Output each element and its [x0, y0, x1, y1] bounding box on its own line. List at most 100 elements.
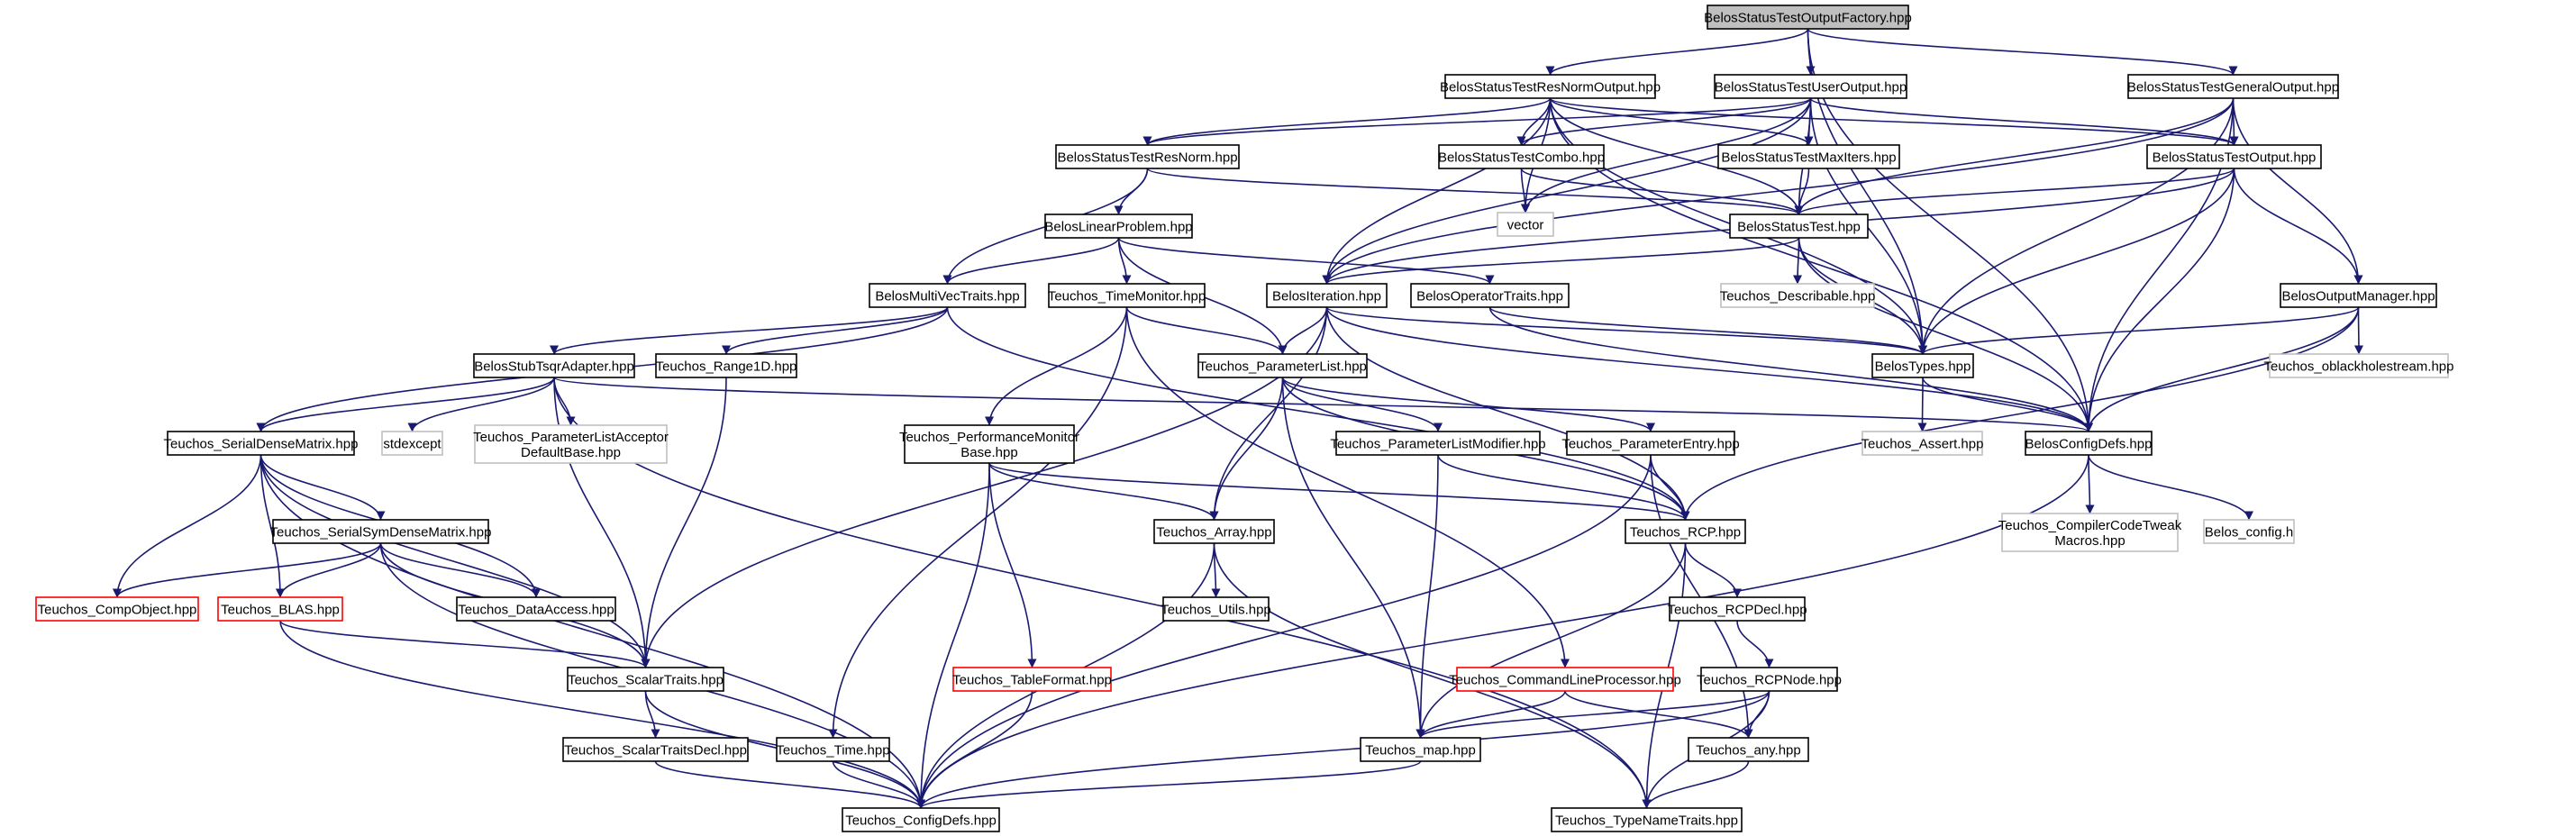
node-sttest[interactable]: BelosStatusTest.hpp [1729, 214, 1869, 239]
node-label-rcp: Teuchos_RCP.hpp [1630, 524, 1741, 540]
edge-range1d-to-scalartraits [641, 377, 727, 668]
node-box-combo [1438, 144, 1605, 169]
node-belosconfig[interactable]: Belos_config.h [2203, 519, 2295, 544]
node-outmgr[interactable]: BelosOutputManager.hpp [2280, 283, 2437, 308]
node-label-oblackhole: Teuchos_oblackholestream.hpp [2264, 359, 2454, 374]
node-oblackhole[interactable]: Teuchos_oblackholestream.hpp [2264, 353, 2454, 378]
node-label-rcpdecl: Teuchos_RCPDecl.hpp [1667, 602, 1807, 617]
node-tassert[interactable]: Teuchos_Assert.hpp [1861, 431, 1984, 456]
node-box-typename [1551, 807, 1743, 832]
node-maxiters[interactable]: BelosStatusTestMaxIters.hpp [1717, 144, 1900, 169]
node-label-timemon: Teuchos_TimeMonitor.hpp [1048, 288, 1206, 304]
node-box-rcpdecl [1669, 596, 1806, 622]
node-resnorm[interactable]: BelosStatusTestResNorm.hpp [1055, 144, 1240, 169]
node-rcpnode[interactable]: Teuchos_RCPNode.hpp [1697, 667, 1842, 692]
node-mvtraits[interactable]: BelosMultiVecTraits.hpp [869, 283, 1026, 308]
node-label-types: BelosTypes.hpp [1875, 359, 1971, 374]
node-scalartraits[interactable]: Teuchos_ScalarTraits.hpp [567, 667, 724, 692]
edge-paramlist-to-tmap [1281, 377, 1425, 739]
node-box-compobj [35, 596, 199, 622]
node-box-belosconfig [2203, 519, 2295, 544]
edge-sttest-to-describable [1793, 237, 1803, 285]
node-ttime[interactable]: Teuchos_Time.hpp [776, 737, 890, 762]
node-resnormout[interactable]: BelosStatusTestResNormOutput.hpp [1440, 74, 1661, 99]
edge-outmgr-to-rcp [1680, 306, 2360, 521]
node-tableformat[interactable]: Teuchos_TableFormat.hpp [952, 667, 1112, 692]
node-combo[interactable]: BelosStatusTestCombo.hpp [1438, 144, 1605, 169]
node-range1d[interactable]: Teuchos_Range1D.hpp [655, 353, 797, 378]
node-label-combo: BelosStatusTestCombo.hpp [1438, 150, 1605, 165]
node-box-outmgr [2280, 283, 2437, 308]
edge-configdefs-to-ccodetweak [2085, 454, 2095, 514]
node-paramlist[interactable]: Teuchos_ParameterList.hpp [1197, 353, 1368, 378]
node-box-cmdline [1456, 667, 1674, 692]
node-stoutput[interactable]: BelosStatusTestOutput.hpp [2146, 144, 2322, 169]
edge-outmgr-to-configdefs [2084, 306, 2360, 432]
node-blas[interactable]: Teuchos_BLAS.hpp [217, 596, 343, 622]
edge-serialsym-to-blas [276, 542, 382, 598]
node-vector[interactable]: vector [1497, 212, 1554, 237]
node-dataaccess[interactable]: Teuchos_DataAccess.hpp [456, 596, 616, 622]
node-box-perfmon [904, 424, 1075, 464]
node-rcp[interactable]: Teuchos_RCP.hpp [1625, 519, 1746, 544]
node-tsqr[interactable]: BelosStubTsqrAdapter.hpp [473, 353, 635, 378]
node-tany[interactable]: Teuchos_any.hpp [1688, 737, 1809, 762]
node-linprob[interactable]: BelosLinearProblem.hpp [1044, 214, 1193, 239]
node-timemon[interactable]: Teuchos_TimeMonitor.hpp [1048, 283, 1206, 308]
node-root[interactable]: BelosStatusTestOutputFactory.hpp [1704, 5, 1912, 30]
edge-array-to-typename [1213, 542, 1652, 809]
node-utils[interactable]: Teuchos_Utils.hpp [1161, 596, 1271, 622]
edge-optraits-to-types [1488, 306, 1927, 355]
edge-resnormout-to-sttest [1549, 97, 1804, 215]
node-compobj[interactable]: Teuchos_CompObject.hpp [35, 596, 199, 622]
edge-serialsym-to-compobj [113, 542, 382, 598]
node-plmod[interactable]: Teuchos_ParameterListModifier.hpp [1330, 431, 1546, 456]
node-userout[interactable]: BelosStatusTestUserOutput.hpp [1714, 74, 1907, 99]
node-array[interactable]: Teuchos_Array.hpp [1153, 519, 1275, 544]
edge-root-to-generalout [1807, 28, 2238, 76]
node-label-resnorm: BelosStatusTestResNorm.hpp [1057, 150, 1237, 165]
node-cmdline[interactable]: Teuchos_CommandLineProcessor.hpp [1449, 667, 1681, 692]
node-label-vector: vector [1507, 217, 1544, 232]
edge-resnormout-to-resnorm [1142, 97, 1552, 146]
node-label-outmgr: BelosOutputManager.hpp [2281, 288, 2435, 304]
edge-configdefs-to-tconfigdefs [916, 454, 2089, 809]
edge-generalout-to-iteration [1322, 97, 2235, 285]
node-types[interactable]: BelosTypes.hpp [1871, 353, 1974, 378]
node-generalout[interactable]: BelosStatusTestGeneralOutput.hpp [2127, 74, 2339, 99]
node-layer: BelosStatusTestOutputFactory.hppBelosSta… [35, 5, 2454, 832]
edge-combo-to-vector [1520, 168, 1530, 214]
node-label-scalartraits: Teuchos_ScalarTraits.hpp [568, 672, 724, 687]
node-box-configdefs [2025, 431, 2153, 456]
node-tconfigdefs[interactable]: Teuchos_ConfigDefs.hpp [842, 807, 1000, 832]
edge-generalout-to-outmgr [2232, 97, 2363, 285]
edge-rcpnode-to-tany [1743, 690, 1770, 739]
edge-mvtraits-to-range1d [722, 306, 949, 355]
edge-plmod-to-rcp [1437, 454, 1690, 521]
node-box-oblackhole [2269, 353, 2449, 378]
node-typename[interactable]: Teuchos_TypeNameTraits.hpp [1551, 807, 1743, 832]
edge-tableformat-to-tconfigdefs [916, 690, 1033, 809]
node-placcept[interactable]: Teuchos_ParameterListAcceptorDefaultBase… [473, 424, 669, 464]
node-box-maxiters [1717, 144, 1900, 169]
node-label-userout: BelosStatusTestUserOutput.hpp [1715, 79, 1907, 95]
node-label-ccodetweak: Teuchos_CompilerCodeTweak [1998, 518, 2182, 533]
node-box-root [1707, 5, 1909, 30]
node-iteration[interactable]: BelosIteration.hpp [1266, 283, 1388, 308]
node-optraits[interactable]: BelosOperatorTraits.hpp [1410, 283, 1570, 308]
node-describable[interactable]: Teuchos_Describable.hpp [1720, 283, 1876, 308]
node-stdexcept[interactable]: stdexcept [381, 431, 443, 456]
node-configdefs[interactable]: BelosConfigDefs.hpp [2025, 431, 2153, 456]
node-rcpdecl[interactable]: Teuchos_RCPDecl.hpp [1667, 596, 1807, 622]
node-serialdense[interactable]: Teuchos_SerialDenseMatrix.hpp [164, 431, 359, 456]
edge-outmgr-to-types [1918, 306, 2360, 355]
node-pentry[interactable]: Teuchos_ParameterEntry.hpp [1561, 431, 1740, 456]
node-serialsym[interactable]: Teuchos_SerialSymDenseMatrix.hpp [270, 519, 492, 544]
node-box-placcept [474, 424, 668, 464]
node-stdecl[interactable]: Teuchos_ScalarTraitsDecl.hpp [562, 737, 749, 762]
node-label-belosconfig: Belos_config.h [2205, 524, 2293, 540]
node-tmap[interactable]: Teuchos_map.hpp [1360, 737, 1481, 762]
